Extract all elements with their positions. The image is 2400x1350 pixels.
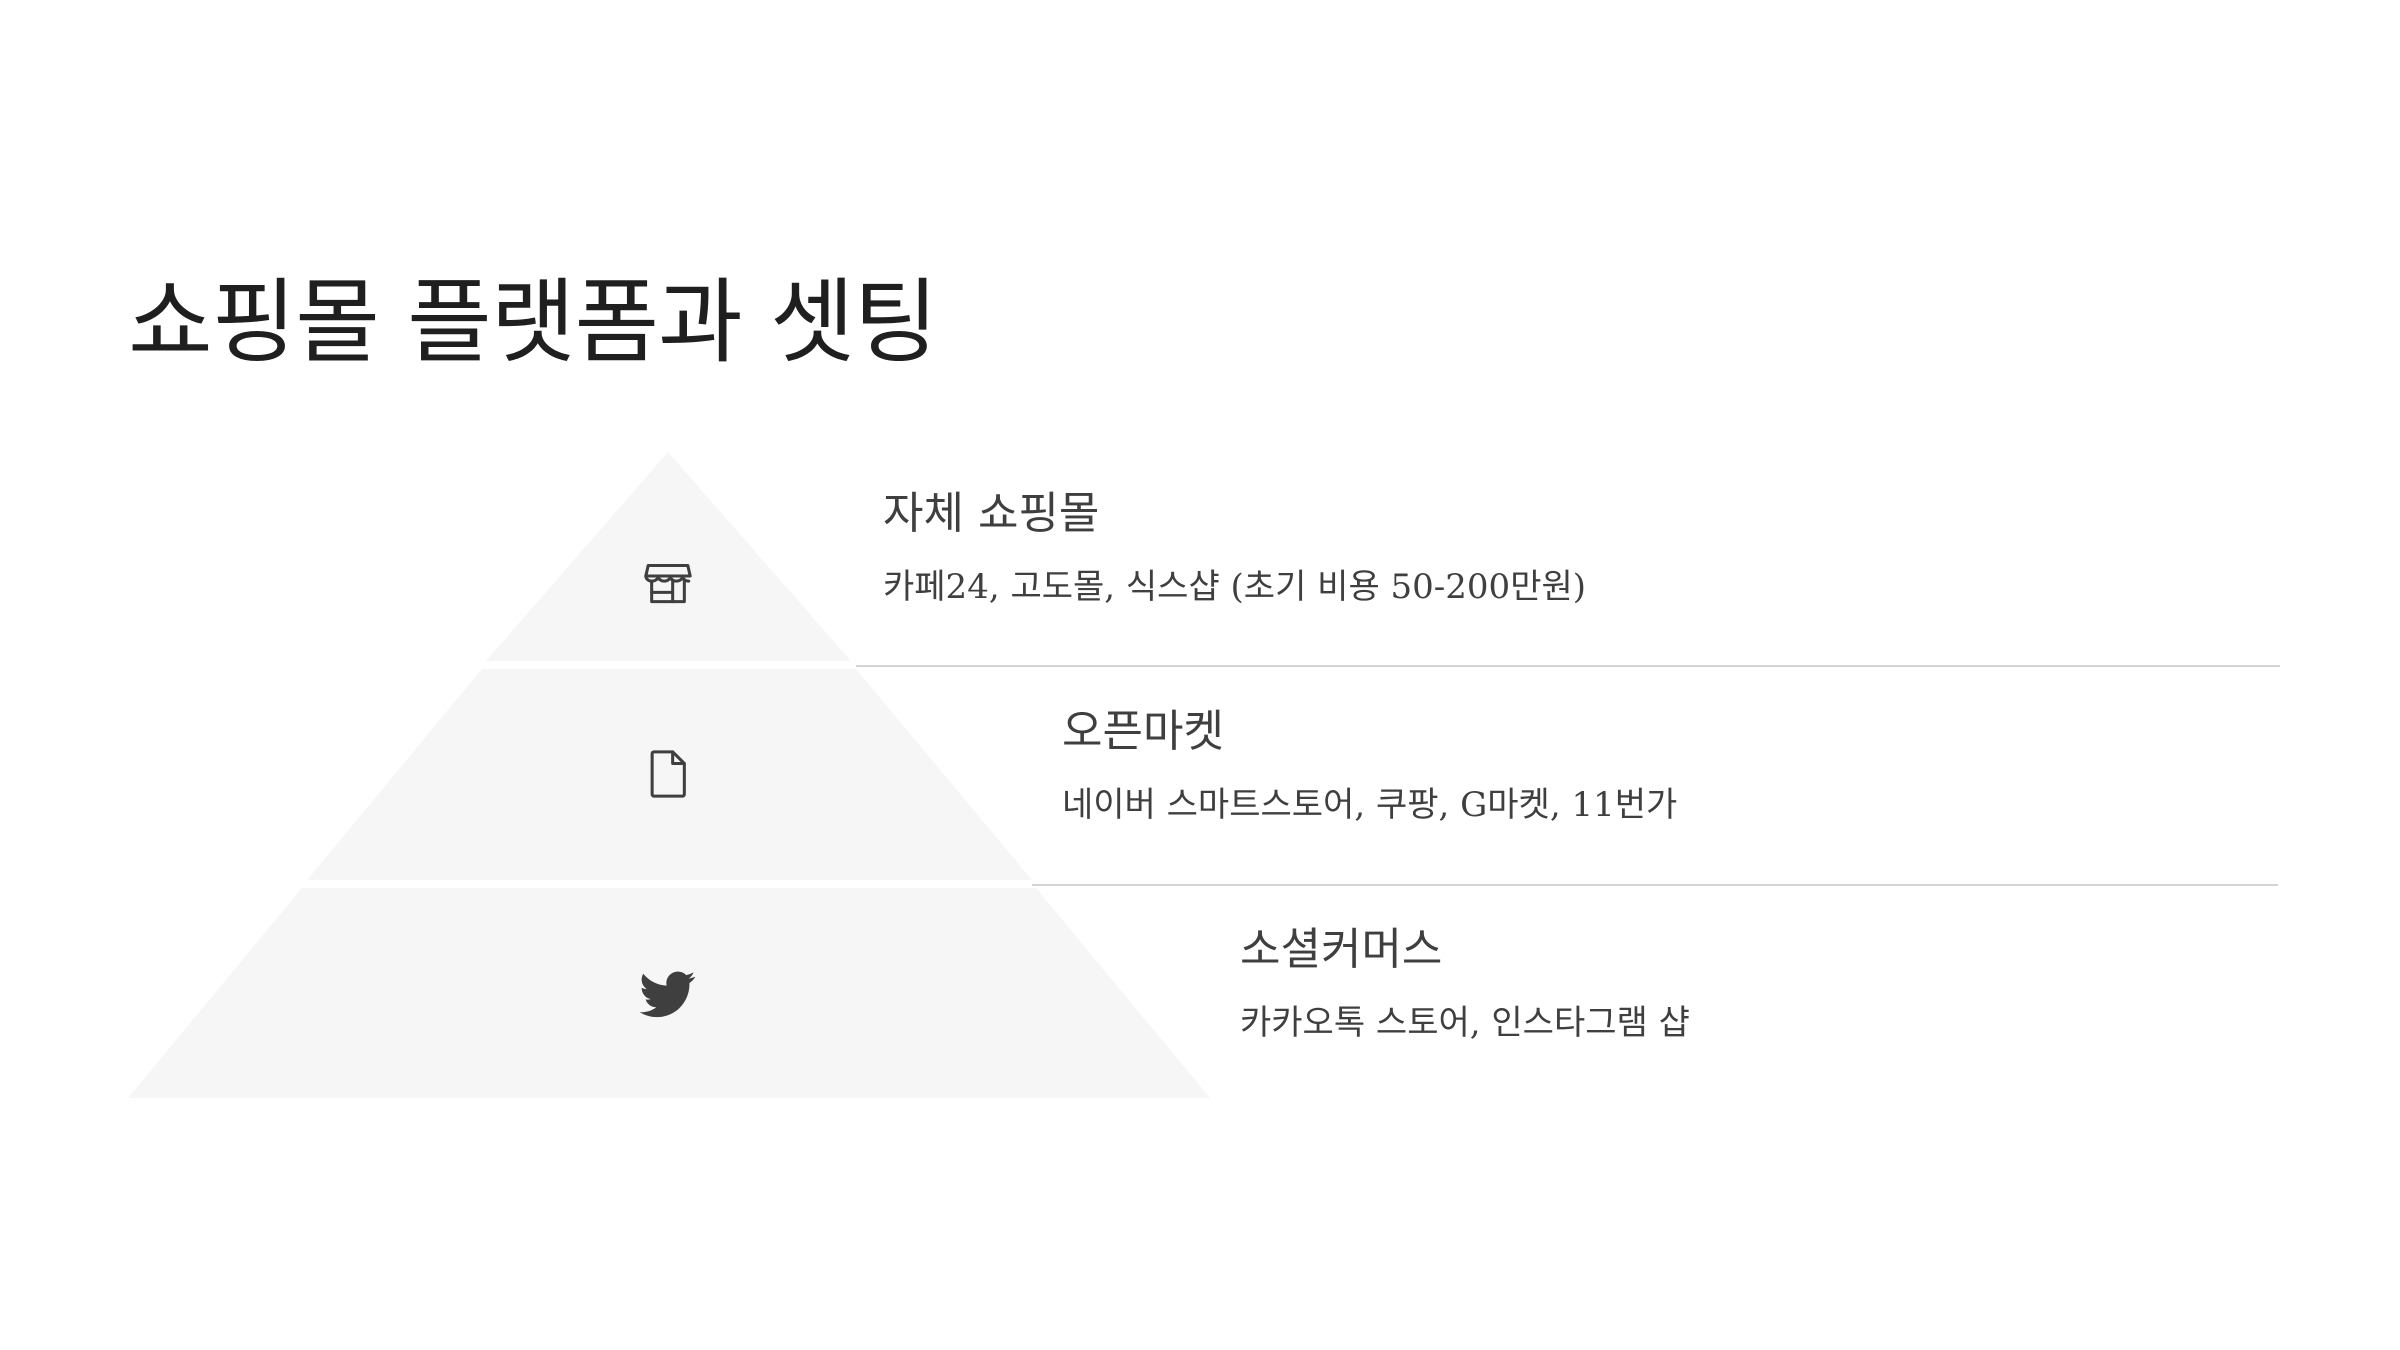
tier-text-2: 오픈마켓 네이버 스마트스토어, 쿠팡, G마켓, 11번가 bbox=[1062, 706, 1677, 826]
pyramid-tier-top bbox=[486, 452, 851, 661]
tier-heading: 자체 쇼핑몰 bbox=[883, 488, 1100, 539]
tier-description: 카카오톡 스토어, 인스타그램 샵 bbox=[1240, 1002, 1690, 1043]
tier-heading: 소셜커머스 bbox=[1240, 924, 1443, 975]
tier-divider bbox=[856, 665, 2280, 667]
file-icon bbox=[640, 746, 696, 802]
tier-text-3: 소셜커머스 카카오톡 스토어, 인스타그램 샵 bbox=[1240, 924, 1690, 1044]
twitter-bird-icon bbox=[640, 966, 696, 1022]
tier-divider bbox=[1032, 884, 2278, 886]
store-icon bbox=[640, 555, 696, 611]
tier-description: 네이버 스마트스토어, 쿠팡, G마켓, 11번가 bbox=[1062, 784, 1678, 825]
slide-title: 쇼핑몰 플랫폼과 셋팅 bbox=[128, 269, 938, 376]
tier-description: 카페24, 고도몰, 식스샵 (초기 비용 50-200만원) bbox=[883, 566, 1587, 607]
pyramid-tier-middle bbox=[307, 669, 1032, 880]
tier-text-1: 자체 쇼핑몰 카페24, 고도몰, 식스샵 (초기 비용 50-200만원) bbox=[883, 488, 1586, 608]
tier-heading: 오픈마켓 bbox=[1062, 706, 1224, 757]
